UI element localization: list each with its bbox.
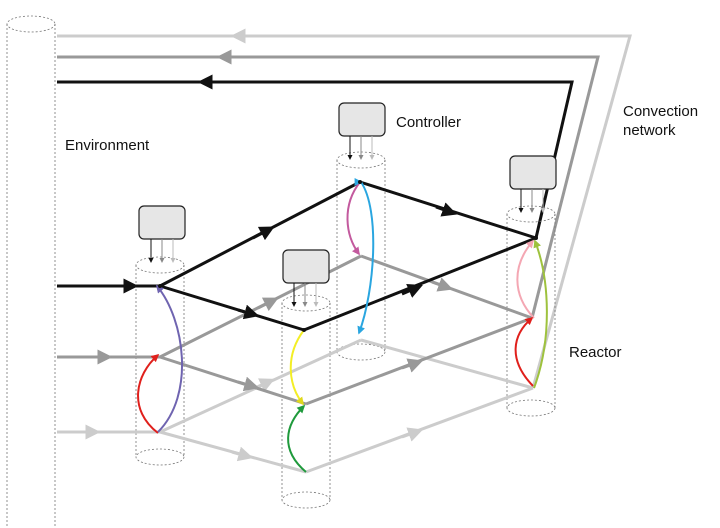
reactor-pillar-left [135,256,185,466]
reaction-back-blue [357,181,375,335]
reactions [137,181,548,473]
reaction-left-red [137,353,160,434]
reactor-pillar-front [281,294,331,509]
layer-middle [57,254,533,406]
edge-left-to-front-mid [159,355,307,406]
edge-left-to-front-top [159,284,305,332]
edge-back-to-right-bottom [360,338,534,390]
layer-top [57,180,537,332]
convection-loop-dark [57,80,574,239]
reaction-right-red [514,316,534,387]
controllers [138,102,557,307]
controller-box-back [338,102,386,160]
reactor-pillars [135,151,556,509]
network-nodes [158,180,538,332]
reaction-right-lightpink [516,239,535,319]
edge-front-to-right-bottom [305,386,534,474]
edge-front-to-right-top [303,236,537,332]
reactor-pillar-right [506,205,556,417]
controller-label: Controller [396,114,461,131]
reaction-left-purple [155,284,183,433]
layer-bottom [57,338,534,474]
controller-box-left [138,205,186,263]
edge-back-to-right-mid [360,254,533,320]
environment-pillar [6,15,56,528]
controller-box-right [509,155,557,213]
reactor-label: Reactor [569,344,622,361]
environment-label: Environment [65,137,150,154]
convection-network-label-line1: Convection [623,103,698,120]
reaction-front-green [287,404,307,473]
reaction-front-yellow [289,329,305,406]
convection-network-label-line2: network [623,122,676,139]
reaction-right-lightgreen [533,239,548,389]
controller-box-front [282,249,330,307]
reaction-back-pink [346,181,361,256]
edge-front-to-right-mid [305,316,533,406]
